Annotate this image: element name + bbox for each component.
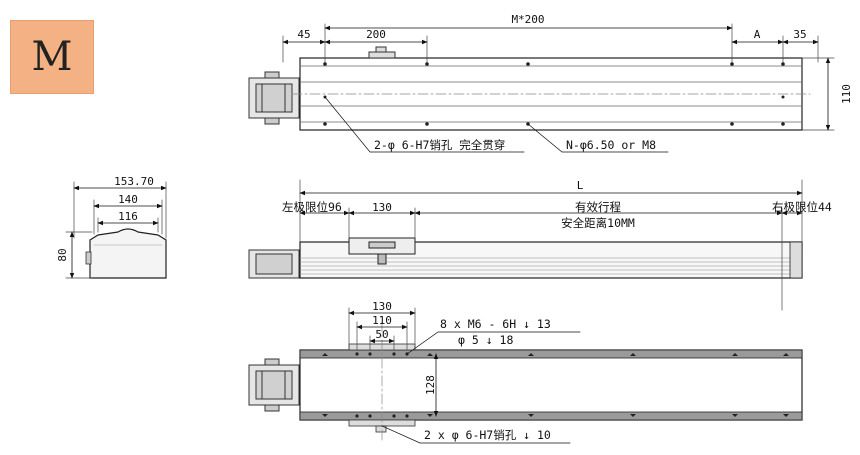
dim-35: 35 [793, 28, 806, 41]
bottom-body [299, 349, 803, 421]
bottom-rail-marks [322, 353, 789, 417]
top-view: M*200 45 200 A 35 110 2-φ 6-H7销孔 完全贯穿 N-… [248, 13, 853, 153]
dim-pitch: M*200 [511, 13, 544, 26]
model-badge: M [10, 20, 94, 94]
dim-bottom-130: 130 [372, 300, 392, 313]
dim-length: L [577, 179, 584, 192]
right-limit-label: 右极限位44 [772, 200, 832, 214]
dim-end-height: 80 [56, 248, 69, 261]
side-motor [248, 249, 300, 279]
counterbore-callout: φ 5 ↓ 18 [458, 333, 513, 347]
model-letter: M [31, 34, 73, 80]
dim-200: 200 [366, 28, 386, 41]
end-dimension-lines [69, 185, 167, 279]
pin-callout: 2 x φ 6-H7销孔 ↓ 10 [424, 428, 551, 442]
thread-callout: 8 x M6 - 6H ↓ 13 [440, 317, 551, 331]
top-motor [248, 71, 300, 125]
dim-end-140: 140 [118, 193, 138, 206]
side-dimension-lines [299, 190, 803, 216]
mount-hole-callout: N-φ6.50 or M8 [566, 138, 656, 152]
pin-hole-callout: 2-φ 6-H7销孔 完全贯穿 [374, 138, 505, 152]
dim-carriage: 130 [372, 201, 392, 214]
top-rails [299, 65, 803, 123]
dim-end-overall: 153.70 [114, 175, 154, 188]
bottom-view: 130 110 50 128 8 x M6 - 6H ↓ 13 φ 5 ↓ 18… [248, 300, 803, 444]
safety-label: 安全距离10MM [561, 216, 635, 230]
dim-45: 45 [297, 28, 310, 41]
top-carriage-bracket [368, 46, 396, 59]
left-limit-label: 左极限位96 [282, 200, 342, 214]
top-dimension-lines [282, 25, 831, 131]
dim-top-width: 110 [840, 84, 853, 104]
top-leaders [324, 96, 669, 153]
dim-a: A [754, 28, 761, 41]
dim-bottom-width: 128 [424, 375, 437, 395]
side-view: L 左极限位96 130 有效行程 安全距离10MM 右极限位44 [248, 179, 832, 311]
stroke-label: 有效行程 [575, 200, 621, 214]
side-carriage [348, 237, 416, 265]
dim-end-116: 116 [118, 210, 138, 223]
top-mount-holes [323, 62, 785, 126]
end-view: 153.70 140 116 80 [56, 175, 167, 279]
dim-bottom-50: 50 [375, 328, 388, 341]
dim-bottom-110: 110 [372, 314, 392, 327]
end-profile [89, 228, 167, 279]
bottom-leaders [381, 331, 581, 444]
bottom-dimension-lines [348, 310, 439, 417]
bottom-motor [248, 358, 300, 412]
bottom-thread-holes [355, 352, 409, 418]
